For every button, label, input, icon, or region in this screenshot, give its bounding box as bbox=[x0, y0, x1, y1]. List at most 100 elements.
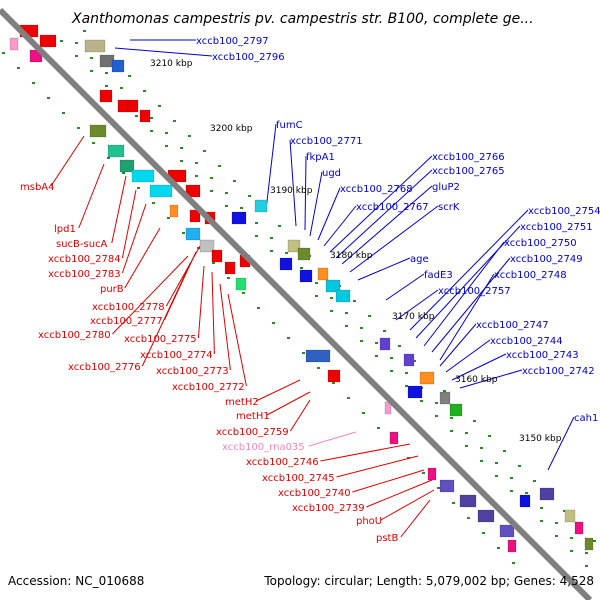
gene-label-forward[interactable]: xccb100_2797 bbox=[196, 36, 269, 47]
gene-label-forward[interactable]: xccb100_2765 bbox=[432, 166, 505, 177]
tick-dash bbox=[182, 232, 185, 234]
tick-dash bbox=[255, 222, 258, 224]
gene-label-forward[interactable]: xccb100_2748 bbox=[494, 270, 567, 281]
gene-block bbox=[317, 267, 329, 281]
gene-label-reverse[interactable]: purB bbox=[100, 284, 124, 295]
gene-block bbox=[407, 385, 423, 399]
gene-label-reverse[interactable]: metH2 bbox=[225, 397, 259, 408]
gene-label-forward[interactable]: fumC bbox=[276, 120, 303, 131]
gene-label-reverse[interactable]: xccb100_2746 bbox=[246, 457, 319, 468]
leader-line bbox=[385, 273, 425, 301]
tick-dash bbox=[533, 480, 536, 482]
tick-dash bbox=[437, 487, 440, 489]
tick-dash bbox=[135, 115, 138, 117]
kbp-tick-label: 3150 kbp bbox=[519, 434, 562, 444]
tick-dash bbox=[315, 295, 318, 297]
tick-dash bbox=[405, 372, 408, 374]
gene-label-reverse[interactable]: xccb100_2775 bbox=[124, 334, 197, 345]
gene-label-forward[interactable]: xccb100_2757 bbox=[438, 286, 511, 297]
tick-dash bbox=[75, 55, 78, 57]
tick-dash bbox=[420, 400, 423, 402]
leader-line bbox=[219, 283, 231, 371]
leader-line bbox=[415, 225, 521, 339]
gene-label-forward[interactable]: xccb100_2768 bbox=[340, 184, 413, 195]
leader-line bbox=[227, 293, 247, 387]
gene-block bbox=[224, 261, 236, 275]
gene-label-reverse[interactable]: xccb100_2739 bbox=[292, 503, 365, 514]
gene-block bbox=[107, 144, 125, 158]
gene-label-forward[interactable]: gluP2 bbox=[432, 182, 460, 193]
tick-dash bbox=[405, 385, 408, 387]
gene-label-reverse[interactable]: xccb100_2777 bbox=[90, 316, 163, 327]
tick-dash bbox=[255, 235, 258, 237]
gene-label-reverse[interactable]: xccb100_2774 bbox=[140, 350, 213, 361]
gene-label-forward[interactable]: xccb100_2750 bbox=[504, 238, 577, 249]
gene-label-reverse[interactable]: phoU bbox=[356, 516, 382, 527]
tick-dash bbox=[195, 162, 198, 164]
gene-label-forward[interactable]: cah1 bbox=[574, 413, 598, 424]
gene-label-reverse[interactable]: xccb100_2778 bbox=[92, 302, 165, 313]
gene-label-reverse[interactable]: xccb100_2783 bbox=[48, 269, 121, 280]
gene-label-forward[interactable]: xccb100_2754 bbox=[528, 206, 600, 217]
gene-block bbox=[439, 391, 451, 405]
leader-line bbox=[304, 155, 307, 231]
tick-dash bbox=[32, 82, 35, 84]
gene-label-rna[interactable]: xccb100_rna035 bbox=[222, 442, 305, 453]
kbp-tick-label: 3210 kbp bbox=[150, 59, 193, 69]
tick-dash bbox=[518, 465, 521, 467]
gene-label-reverse[interactable]: xccb100_2773 bbox=[156, 366, 229, 377]
gene-label-forward[interactable]: xccb100_2742 bbox=[522, 366, 595, 377]
tick-dash bbox=[330, 310, 333, 312]
tick-dash bbox=[375, 342, 378, 344]
gene-label-forward[interactable]: xccb100_2766 bbox=[432, 152, 505, 163]
tick-dash bbox=[225, 192, 228, 194]
tick-dash bbox=[60, 40, 63, 42]
gene-block bbox=[439, 479, 455, 493]
gene-block bbox=[379, 337, 391, 351]
leader-line bbox=[547, 416, 575, 471]
gene-label-forward[interactable]: fadE3 bbox=[424, 270, 453, 281]
tick-dash bbox=[75, 42, 78, 44]
leader-line bbox=[341, 185, 433, 265]
gene-label-reverse[interactable]: xccb100_2776 bbox=[68, 362, 141, 373]
gene-block bbox=[279, 257, 293, 271]
gene-label-reverse[interactable]: xccb100_2772 bbox=[172, 382, 245, 393]
gene-label-forward[interactable]: xccb100_2743 bbox=[506, 350, 579, 361]
gene-label-forward[interactable]: xccb100_2751 bbox=[520, 222, 593, 233]
tick-dash bbox=[105, 72, 108, 74]
tick-dash bbox=[510, 490, 513, 492]
gene-label-forward[interactable]: fkpA1 bbox=[306, 152, 335, 163]
gene-label-forward[interactable]: age bbox=[410, 254, 429, 265]
gene-label-forward[interactable]: xccb100_2749 bbox=[510, 254, 583, 265]
gene-label-reverse[interactable]: xccb100_2740 bbox=[278, 488, 351, 499]
leader-line bbox=[323, 205, 357, 247]
gene-label-reverse[interactable]: xccb100_2759 bbox=[216, 427, 289, 438]
gene-block bbox=[139, 109, 151, 123]
gene-label-forward[interactable]: xccb100_2744 bbox=[490, 336, 563, 347]
gene-block bbox=[149, 184, 173, 198]
gene-label-forward[interactable]: xccb100_2796 bbox=[212, 52, 285, 63]
gene-label-forward[interactable]: xccb100_2767 bbox=[356, 202, 429, 213]
tick-dash bbox=[287, 337, 290, 339]
gene-label-forward[interactable]: xccb100_2747 bbox=[476, 320, 549, 331]
gene-label-forward[interactable]: ugd bbox=[322, 168, 341, 179]
leader-line bbox=[423, 241, 505, 347]
gene-label-reverse[interactable]: pstB bbox=[376, 533, 398, 544]
leader-line bbox=[352, 469, 425, 493]
gene-label-forward[interactable]: xccb100_2771 bbox=[290, 136, 363, 147]
gene-label-reverse[interactable]: metH1 bbox=[236, 411, 270, 422]
gene-label-reverse[interactable]: sucB-sucA bbox=[56, 239, 108, 250]
gene-block bbox=[584, 537, 594, 551]
gene-label-forward[interactable]: scrK bbox=[438, 202, 460, 213]
gene-label-reverse[interactable]: xccb100_2780 bbox=[38, 330, 111, 341]
gene-label-reverse[interactable]: lpd1 bbox=[54, 224, 76, 235]
gene-label-reverse[interactable]: msbA4 bbox=[20, 182, 55, 193]
kbp-tick-label: 3200 kbp bbox=[210, 124, 253, 134]
gene-label-reverse[interactable]: xccb100_2745 bbox=[262, 473, 335, 484]
gene-label-reverse[interactable]: xccb100_2784 bbox=[48, 254, 121, 265]
tick-dash bbox=[240, 207, 243, 209]
leader-line bbox=[255, 379, 301, 402]
tick-dash bbox=[47, 97, 50, 99]
map-title: Xanthomonas campestris pv. campestris st… bbox=[72, 11, 534, 27]
